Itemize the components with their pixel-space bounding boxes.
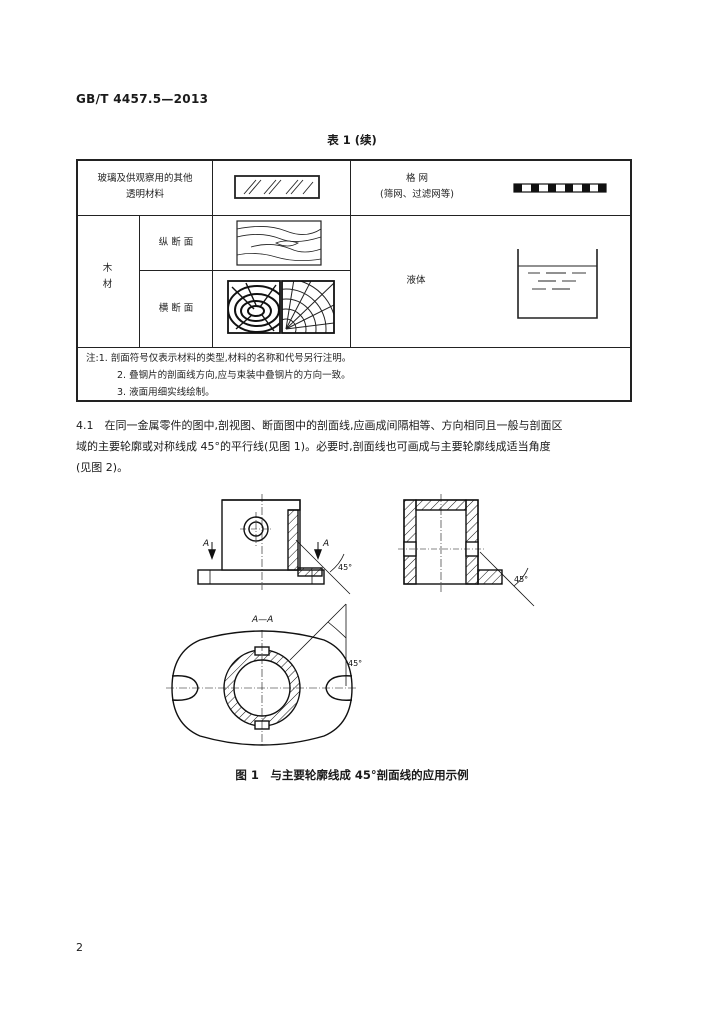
material-symbol-table: 玻璃及供观察用的其他 透明材料 格 网 (筛网、过滤网等) 木 材 纵 断 面 …: [76, 159, 632, 402]
mesh-label: 格 网 (筛网、过滤网等): [380, 173, 454, 200]
liquid-symbol: [517, 249, 598, 319]
angle-label-section: 45°: [348, 659, 362, 668]
clause-4-1: 4.1 在同一金属零件的图中,剖视图、断面图中的剖面线,应画成间隔相等、方向相同…: [76, 419, 563, 474]
section-title: A—A: [251, 615, 273, 625]
front-view: [197, 494, 351, 595]
page-number: 2: [76, 941, 83, 954]
table-note-1: 注:1. 剖面符号仅表示材料的类型,材料的名称和代号另行注明。: [86, 353, 352, 364]
glass-symbol: [234, 175, 320, 199]
side-view: [398, 494, 535, 607]
section-aa-view: [166, 603, 358, 746]
table-caption: 表 1 (续): [327, 133, 377, 147]
section-label-left: A: [202, 539, 209, 549]
glass-label: 玻璃及供观察用的其他 透明材料: [97, 173, 193, 200]
table-note-2: 2. 叠钢片的剖面线方向,应与束装中叠钢片的方向一致。: [117, 370, 351, 381]
figure-1-drawings: A A 45° 45° A—A: [166, 494, 535, 746]
angle-label-side: 45°: [514, 575, 528, 584]
standard-code: GB/T 4457.5—2013: [76, 92, 209, 106]
wood-label: 木 材: [102, 263, 113, 290]
section-label-right: A: [322, 539, 329, 549]
figure-caption: 图 1 与主要轮廓线成 45°剖面线的应用示例: [235, 768, 469, 782]
table-symbols: [227, 175, 607, 334]
table-note-3: 3. 液面用细实线绘制。: [117, 387, 215, 398]
wood-longitudinal-label: 纵 断 面: [158, 237, 194, 248]
mesh-symbol: [513, 183, 607, 193]
liquid-label: 液体: [406, 275, 426, 286]
wood-transverse-symbol-right: [282, 281, 334, 333]
angle-label-front: 45°: [338, 563, 352, 572]
wood-transverse-label: 横 断 面: [158, 303, 194, 314]
wood-transverse-symbol-left: [228, 282, 280, 333]
wood-longitudinal-symbol: [236, 220, 322, 266]
